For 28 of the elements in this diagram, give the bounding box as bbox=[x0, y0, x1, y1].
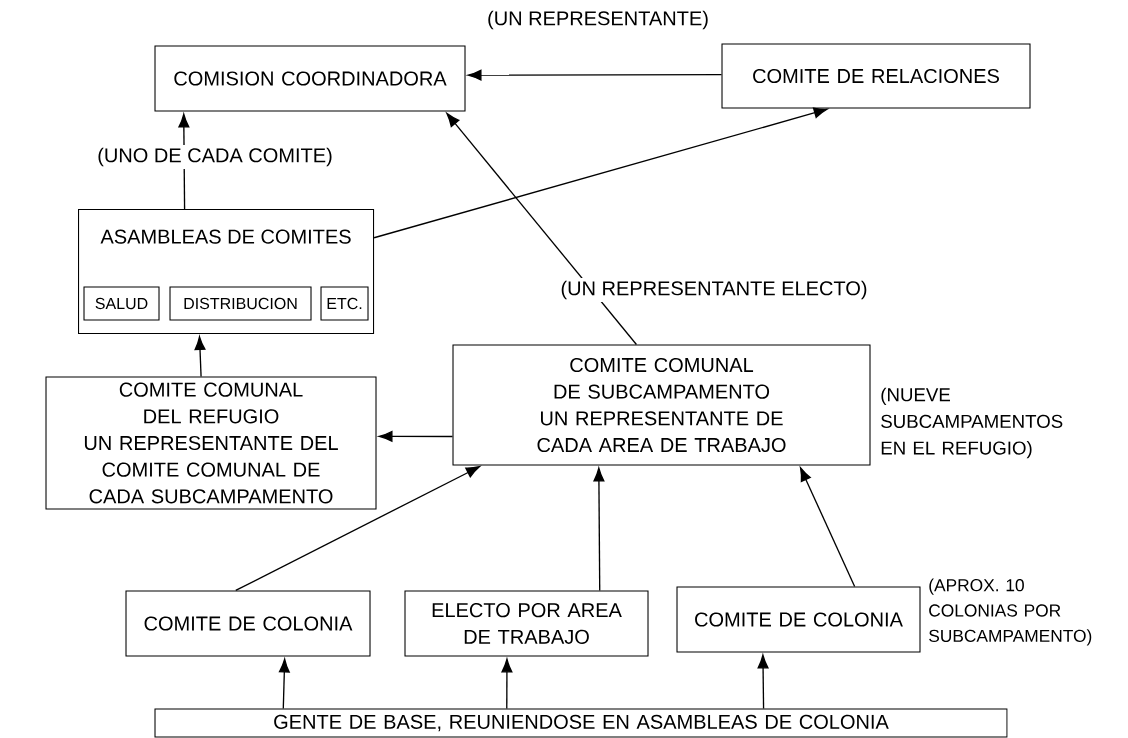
arrow bbox=[593, 467, 605, 592]
arrow bbox=[278, 658, 290, 710]
arrow bbox=[235, 466, 480, 592]
committee-tag: SALUD bbox=[83, 286, 160, 321]
side-note: (APROX. 10 COLONIAS POR SUBCAMPAMENTO) bbox=[929, 578, 1092, 646]
arrow bbox=[799, 467, 856, 588]
committee-tag: ETC. bbox=[320, 286, 369, 321]
edge-label: (UN REPRESENTANTE) bbox=[484, 8, 712, 32]
process-box: COMITE COMUNAL DEL REFUGIO UN REPRESENTANTE DEL COMITE COMUNAL DE CADA SUBCAMPAMENTO bbox=[45, 376, 377, 510]
arrow bbox=[446, 113, 638, 346]
process-box: COMISION COORDINADORA bbox=[154, 45, 466, 112]
arrow bbox=[373, 107, 828, 239]
committee-tag: DISTRIBUCION bbox=[169, 286, 312, 321]
process-box: COMITE DE COLONIA bbox=[676, 586, 921, 653]
process-box: COMITE DE COLONIA bbox=[125, 590, 371, 657]
edge-label: (UN REPRESENTANTE ELECTO) bbox=[557, 278, 871, 302]
side-note: (NUEVE SUBCAMPAMENTOS EN EL REFUGIO) bbox=[881, 387, 1063, 459]
process-box: GENTE DE BASE, REUNIENDOSE EN ASAMBLEAS DE COLONIA bbox=[154, 708, 1008, 738]
process-box: COMITE COMUNAL DE SUBCAMPAMENTO UN REPRESENTANTE DE CADA AREA DE TRABAJO bbox=[452, 344, 871, 466]
arrow bbox=[178, 113, 190, 210]
arrow bbox=[757, 654, 769, 710]
arrow bbox=[467, 69, 723, 81]
process-box: ELECTO POR AREA DE TRABAJO bbox=[404, 590, 649, 657]
edge-label: (UNO DE CADA COMITE) bbox=[94, 145, 336, 169]
arrow bbox=[378, 430, 454, 442]
arrow bbox=[194, 336, 206, 378]
arrow bbox=[501, 658, 513, 710]
process-box: COMITE DE RELACIONES bbox=[721, 43, 1031, 109]
